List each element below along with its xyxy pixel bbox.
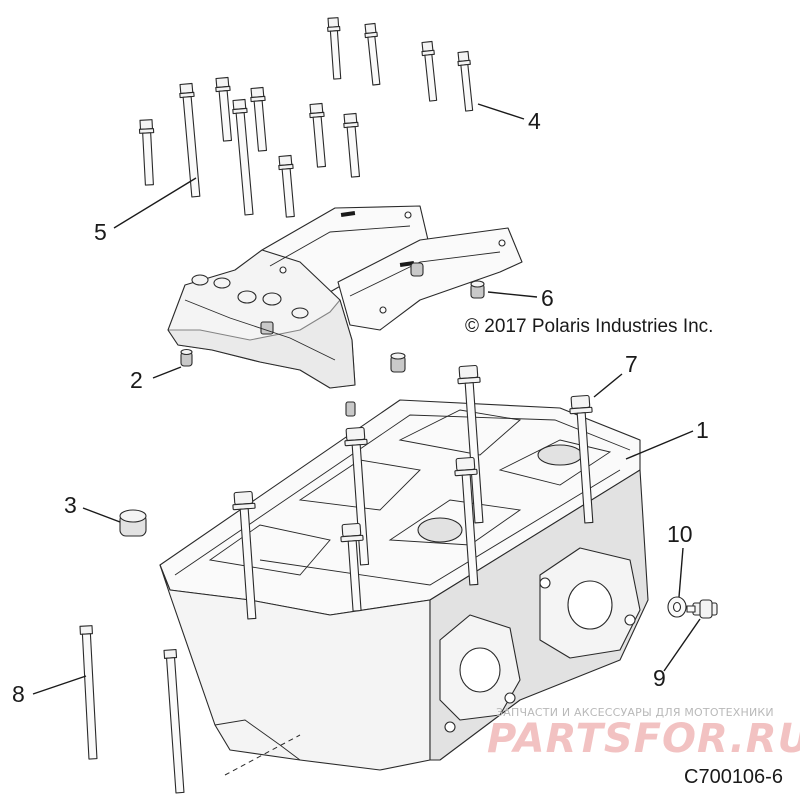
callout-5: 5 [94, 219, 107, 245]
callout-7: 7 [625, 351, 638, 377]
callout-8: 8 [12, 681, 25, 707]
callout-3: 3 [64, 492, 77, 518]
callout-4: 4 [528, 108, 541, 134]
leader-5 [113, 177, 197, 229]
head-bolts [232, 364, 594, 620]
washer [667, 596, 687, 618]
leader-7 [593, 373, 623, 398]
cylinder-head [159, 399, 649, 776]
small-bolt [686, 599, 718, 619]
callout-labels: 1 2 3 4 5 6 7 8 9 10 [12, 108, 709, 707]
bolt-group-4 [327, 17, 474, 112]
callout-9: 9 [653, 665, 666, 691]
callout-2: 2 [130, 367, 143, 393]
copyright-notice: © 2017 Polaris Industries Inc. [465, 316, 714, 337]
leader-6 [487, 291, 538, 298]
leader-3 [82, 507, 121, 523]
watermark-subtitle: ЗАПЧАСТИ И АКСЕССУАРЫ ДЛЯ МОТОТЕХНИКИ [496, 706, 774, 719]
bolt-group-5 [138, 76, 361, 218]
watermark-logo: PARTSFOR.RU [487, 716, 800, 762]
leader-4 [477, 103, 525, 120]
studs [79, 625, 185, 794]
callout-6: 6 [541, 285, 554, 311]
leader-10 [678, 547, 684, 598]
leader-9 [663, 618, 701, 672]
leader-2 [152, 366, 182, 379]
leader-8 [32, 675, 87, 695]
leader-1 [625, 430, 694, 460]
dowel-pins [180, 262, 485, 417]
callout-10: 10 [667, 521, 693, 547]
camshaft-carrier [167, 205, 523, 389]
figure-code: C700106-6 [684, 766, 783, 788]
plug [119, 509, 147, 537]
callout-1: 1 [696, 417, 709, 443]
leader-lines [32, 103, 701, 695]
